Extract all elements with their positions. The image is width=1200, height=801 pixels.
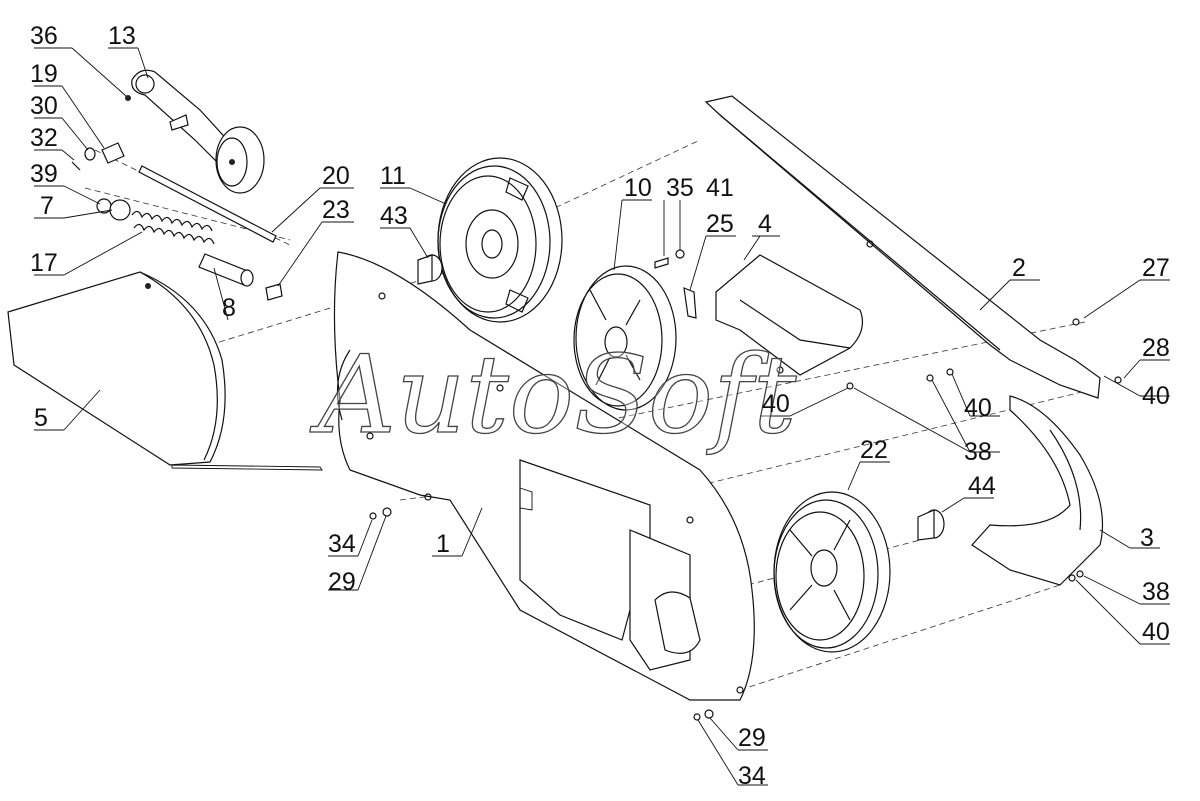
callout-38-right: 38 xyxy=(1142,578,1170,606)
part-2-rail xyxy=(704,95,1101,399)
callout-3: 3 xyxy=(1140,524,1154,552)
callout-36: 36 xyxy=(30,22,58,50)
small-hardware-left xyxy=(71,95,131,221)
callout-10: 10 xyxy=(624,174,652,202)
part-43-hub xyxy=(417,254,443,285)
callout-11: 11 xyxy=(380,162,406,190)
part-22-pulley xyxy=(773,491,891,653)
callout-38-mid: 38 xyxy=(964,438,992,466)
callout-7: 7 xyxy=(40,192,54,220)
callout-20: 20 xyxy=(322,162,350,190)
part-3-curved-guard xyxy=(971,395,1103,586)
callout-30: 30 xyxy=(30,92,58,120)
part-10-wheel xyxy=(573,265,677,411)
callout-1: 1 xyxy=(436,530,450,558)
callout-8: 8 xyxy=(222,294,236,322)
callout-40-right-bottom: 40 xyxy=(1142,618,1170,646)
part-23-bushing xyxy=(265,283,283,301)
callout-23: 23 xyxy=(322,196,350,224)
callout-2: 2 xyxy=(1012,254,1026,282)
callout-41: 41 xyxy=(706,174,734,202)
fasteners-35-41-25 xyxy=(654,249,697,319)
part-20-rod xyxy=(138,165,277,243)
callout-40-left: 40 xyxy=(762,390,790,418)
part-13-tension-arm xyxy=(131,69,265,194)
washers-bolts xyxy=(369,318,1122,721)
part-11-pulley xyxy=(437,157,563,323)
callout-35: 35 xyxy=(666,174,694,202)
part-5-hopper-cover xyxy=(7,271,323,471)
callout-40-mid: 40 xyxy=(964,394,992,422)
callout-32: 32 xyxy=(30,124,58,152)
callout-39: 39 xyxy=(30,160,58,188)
part-44-hub xyxy=(917,509,945,541)
callout-28: 28 xyxy=(1142,334,1170,362)
callout-22: 22 xyxy=(860,436,888,464)
part-17-spring xyxy=(131,210,215,245)
callout-29-left: 29 xyxy=(328,568,356,596)
callout-44: 44 xyxy=(968,472,996,500)
part-8-sleeve xyxy=(198,253,254,287)
watermark-text: AutoSoft xyxy=(309,333,797,458)
callout-27: 27 xyxy=(1142,254,1170,282)
callout-19: 19 xyxy=(30,60,58,88)
callout-25: 25 xyxy=(706,210,734,238)
callout-29-bottom: 29 xyxy=(738,724,766,752)
part-4-guard-bracket xyxy=(715,254,863,376)
callout-4: 4 xyxy=(758,210,772,238)
callout-labels: 36 13 19 30 32 39 7 17 8 20 23 5 11 43 1… xyxy=(30,22,1170,790)
part-1-main-casing xyxy=(333,251,755,701)
callout-43: 43 xyxy=(380,202,408,230)
callout-5: 5 xyxy=(34,404,48,432)
callout-40-right-top: 40 xyxy=(1142,382,1170,410)
callout-34-bottom: 34 xyxy=(738,762,766,790)
callout-13: 13 xyxy=(108,22,136,50)
leader-lines xyxy=(34,47,1170,786)
callout-17: 17 xyxy=(30,249,58,277)
callout-34-left: 34 xyxy=(328,530,356,558)
